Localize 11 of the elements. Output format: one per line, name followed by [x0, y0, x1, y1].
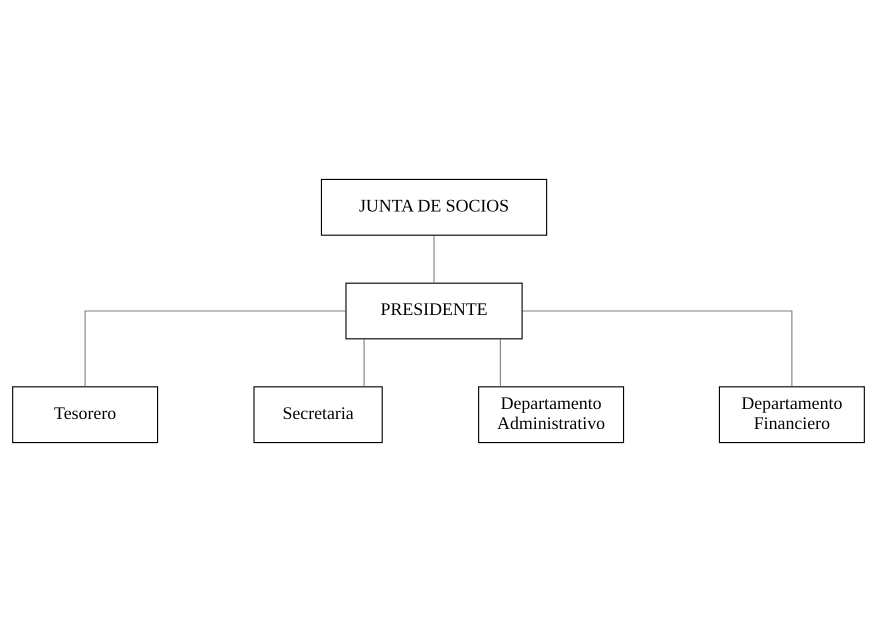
node-box: Departamento Administrativo: [478, 386, 624, 443]
connector: [522, 310, 792, 386]
node-box: Secretaria: [253, 386, 383, 443]
connector: [364, 338, 365, 386]
node-box: Tesorero: [12, 386, 158, 443]
node-box: Departamento Financiero: [718, 386, 865, 443]
node-box: PRESIDENTE: [345, 282, 523, 339]
node-box: JUNTA DE SOCIOS: [320, 178, 548, 236]
connector: [433, 235, 435, 283]
connector: [500, 338, 501, 386]
connector: [84, 310, 346, 386]
